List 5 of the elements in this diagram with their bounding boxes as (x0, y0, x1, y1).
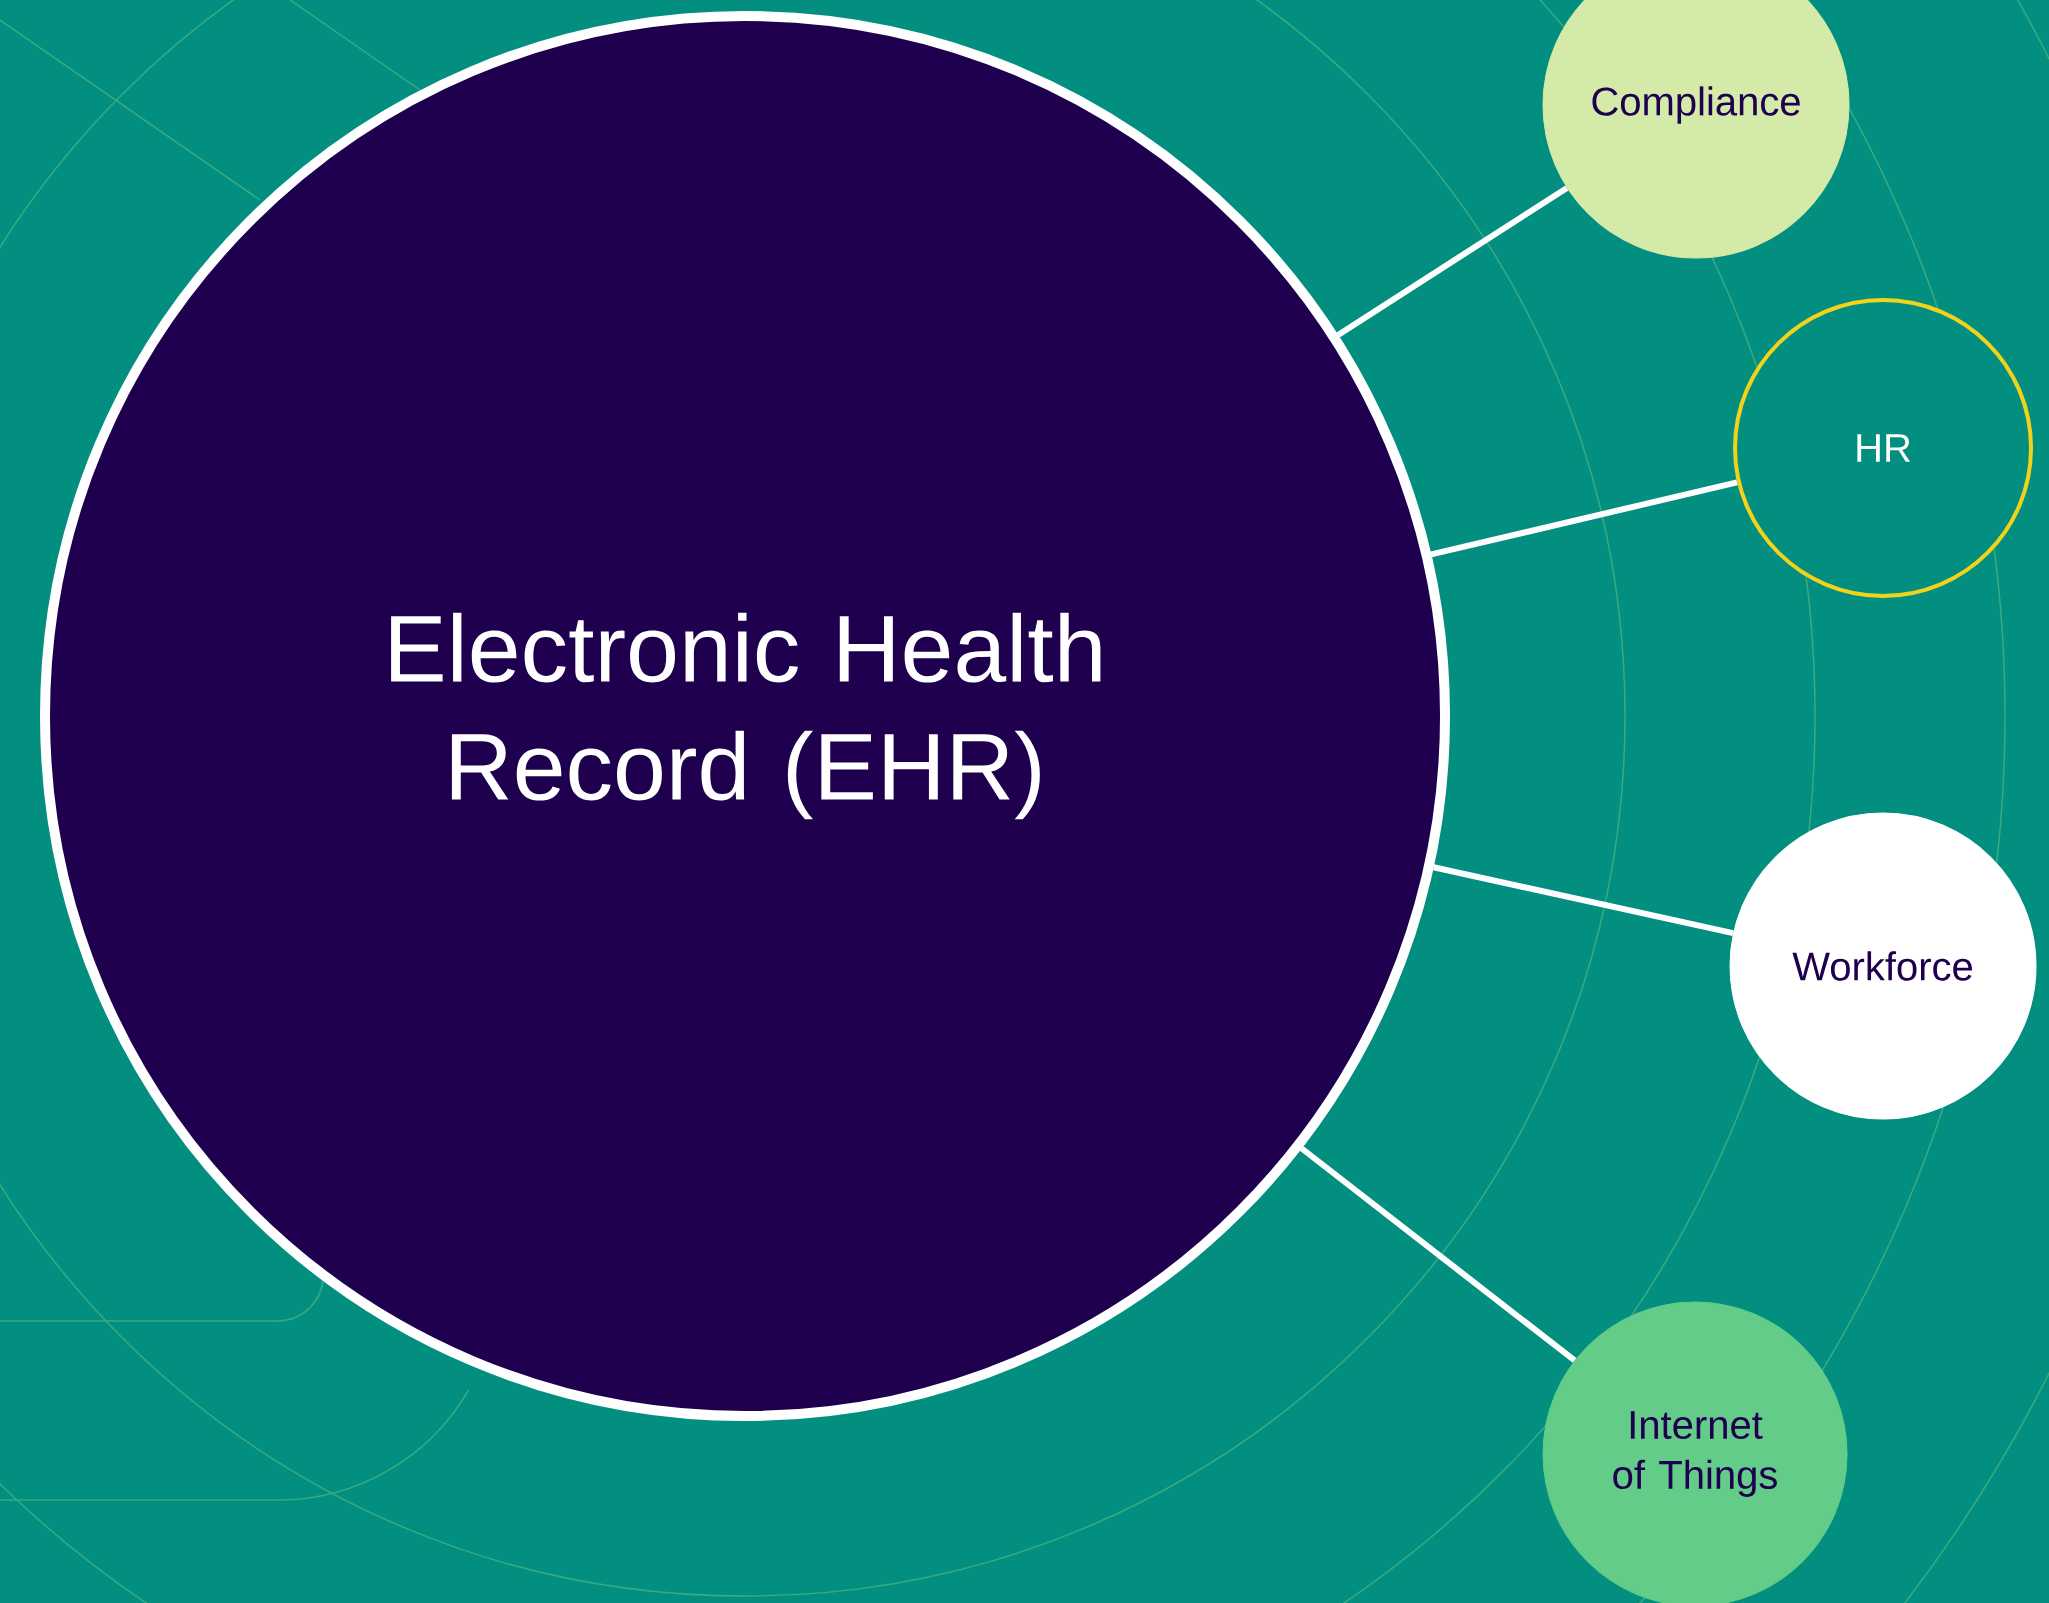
connector-line (1432, 864, 1734, 936)
connector-line (1430, 479, 1738, 558)
node-label: HR (1857, 434, 1911, 462)
connector-line (1299, 1146, 1577, 1363)
connector-line (1336, 185, 1569, 338)
